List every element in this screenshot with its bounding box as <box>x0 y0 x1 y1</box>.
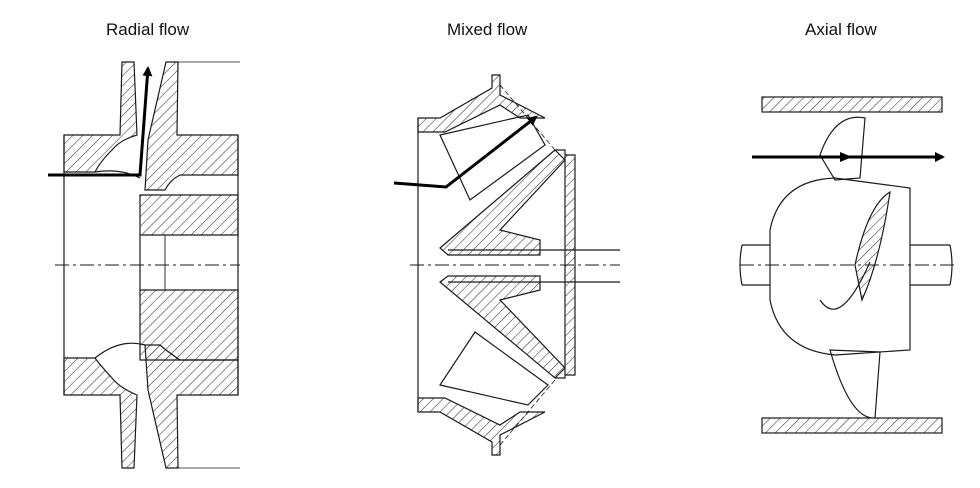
axial-impeller <box>739 96 955 434</box>
radial-top-hub <box>144 61 239 191</box>
mixed-impeller <box>410 74 620 456</box>
radial-flow-title: Radial flow <box>106 20 190 39</box>
radial-impeller <box>55 61 240 469</box>
mixed-bottom-shroud <box>417 397 546 456</box>
axial-top-casing <box>761 96 943 113</box>
radial-top-shroud <box>63 61 138 173</box>
axial-mid-arrowhead <box>840 152 852 162</box>
radial-bottom-shroud <box>63 357 138 469</box>
mixed-hub-top <box>439 149 566 256</box>
radial-flow-arrow <box>48 66 153 177</box>
mixed-hub-bottom <box>439 275 566 379</box>
mixed-flow-title: Mixed flow <box>447 20 528 39</box>
axial-bottom-casing <box>761 417 943 434</box>
axial-flow-title: Axial flow <box>805 20 877 39</box>
axial-blade <box>854 190 891 302</box>
mixed-top-shroud <box>417 74 546 133</box>
mixed-flow-arrow <box>393 115 538 189</box>
